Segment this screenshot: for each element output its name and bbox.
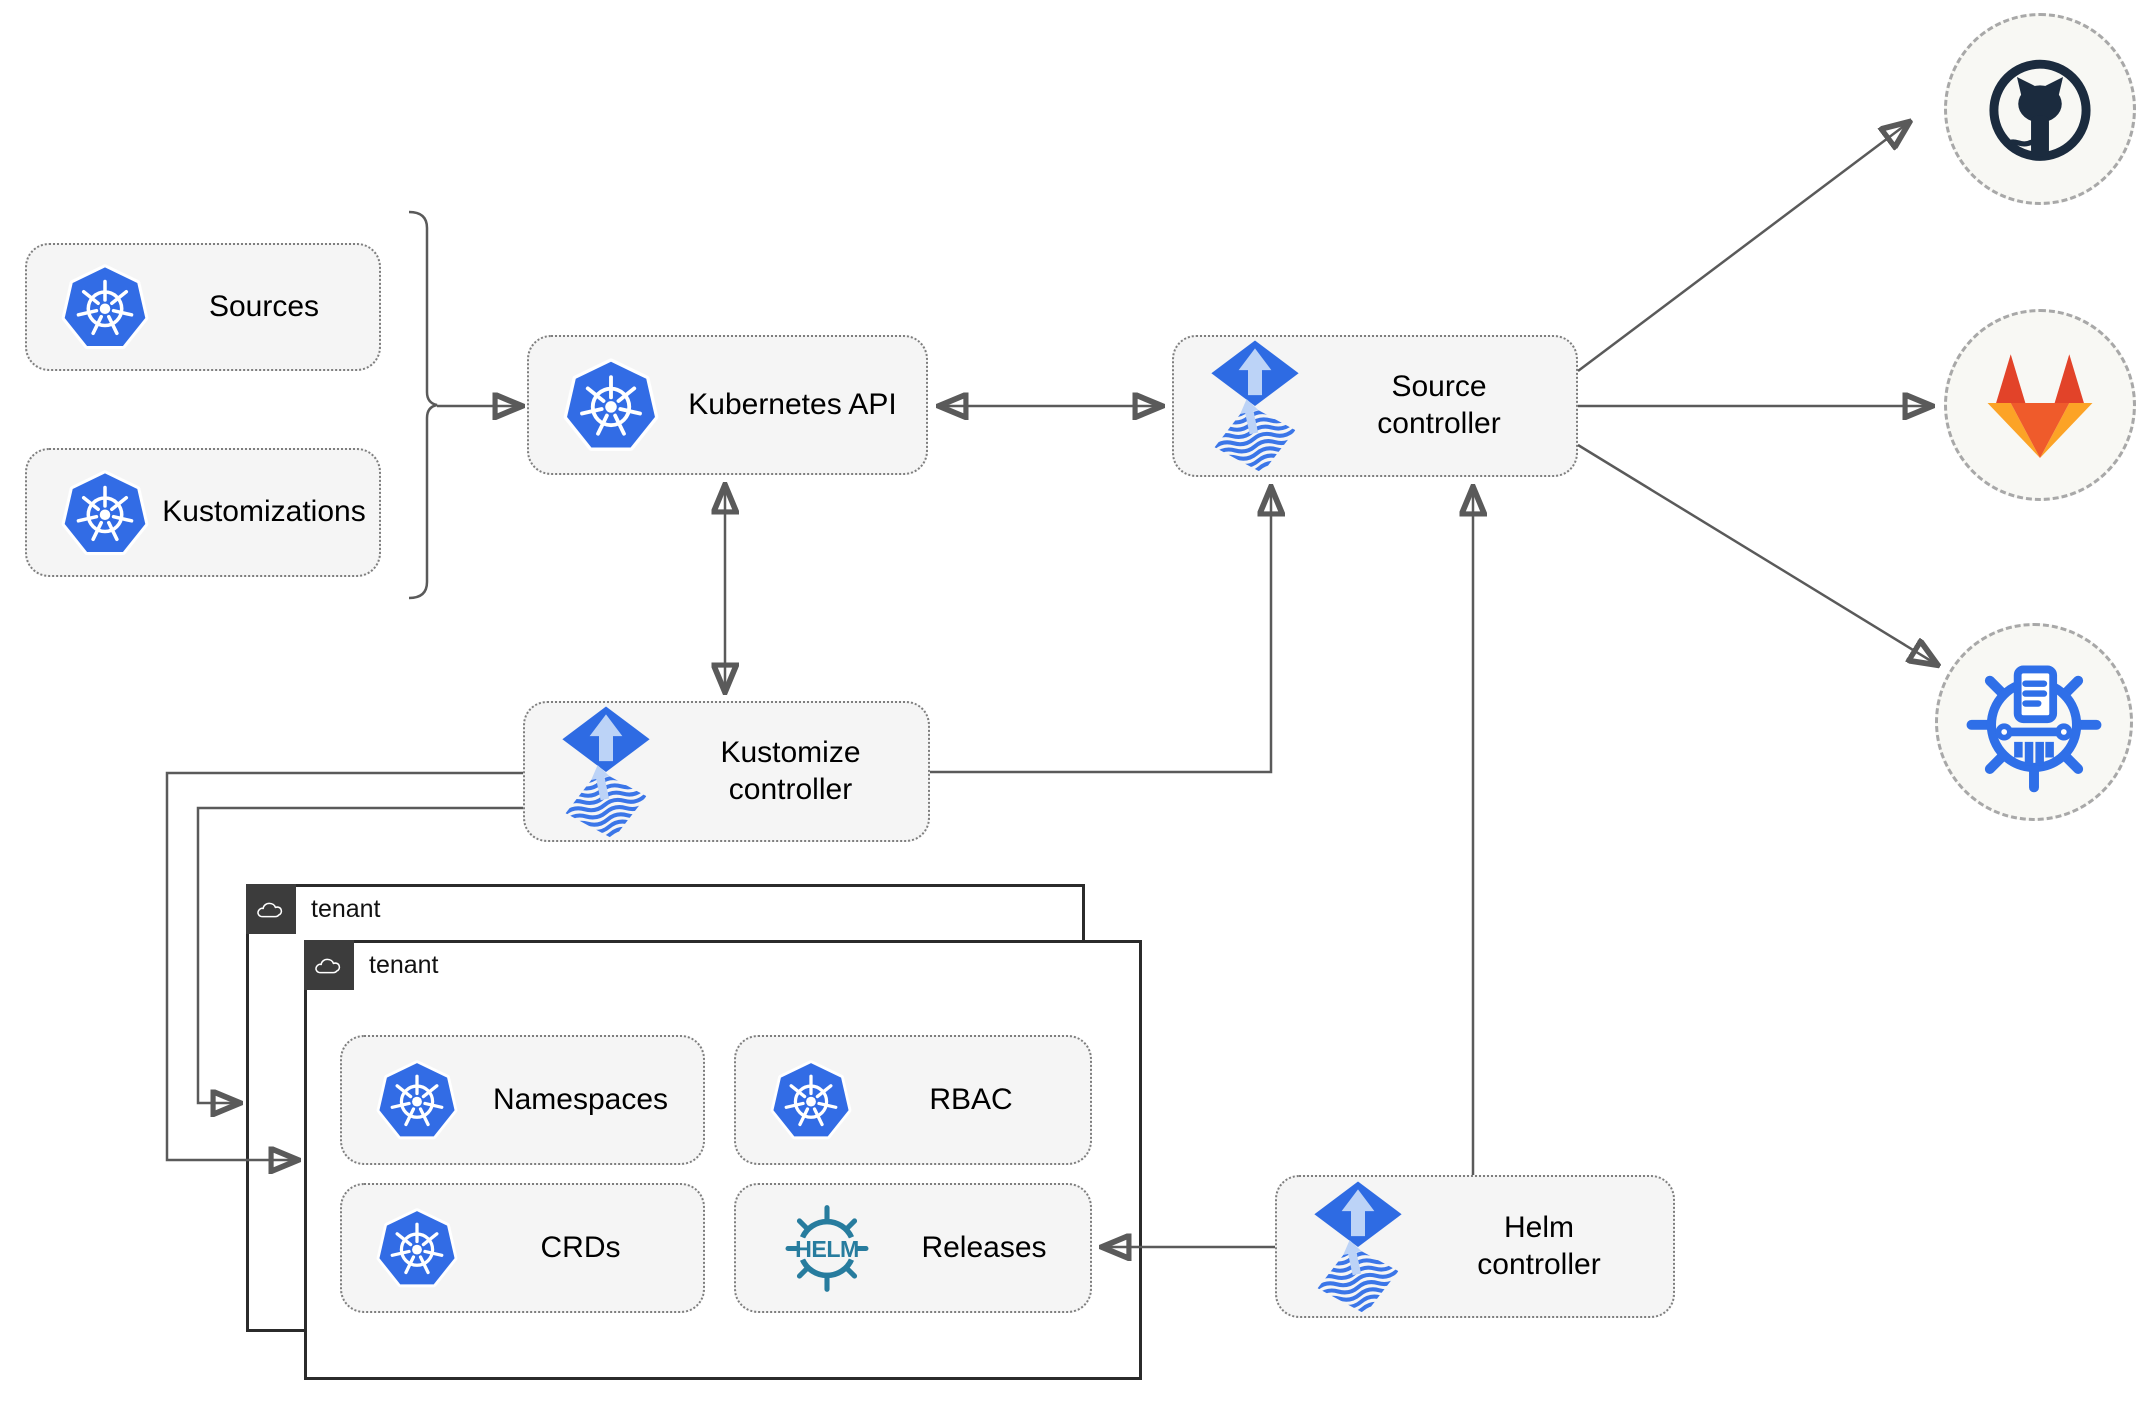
node-label: Kustomize controller [720,735,861,806]
helm-logo-text: HELM [795,1235,859,1261]
node-label: Helm controller [1477,1210,1601,1281]
tenant-tab [246,884,296,934]
kubernetes-icon [376,1059,458,1141]
gitlab-icon [1979,348,2101,463]
kubernetes-icon [376,1207,458,1289]
flux-icon [1208,339,1302,473]
kubernetes-icon [563,357,659,453]
github-icon [1976,45,2104,173]
node-label: Namespaces [492,1082,669,1116]
dest-github [1944,13,2136,205]
kubernetes-icon [61,469,149,557]
node-label: Kubernetes API [688,387,897,421]
arrow-kustomize-to-source-controller [930,489,1271,774]
node-label: RBAC [929,1082,1013,1116]
node-label: Releases [921,1230,1047,1264]
arrow-source-to-registry [1577,443,1936,664]
helm-logo-icon: HELM [785,1204,869,1292]
node-crds: CRDs [340,1183,705,1313]
dest-gitlab [1944,309,2136,501]
arrow-source-to-github [1577,123,1908,372]
kubernetes-icon [770,1059,852,1141]
tenant-label: tenant [369,950,439,979]
node-label: CRDs [540,1230,621,1264]
tenant-label: tenant [311,894,381,923]
dest-registry [1935,623,2133,821]
node-namespaces: Namespaces [340,1035,705,1165]
tenant-tab [304,940,354,990]
bracket-sources-kustomizations [408,210,438,600]
cloud-icon [254,897,288,922]
node-rbac: RBAC [734,1035,1092,1165]
node-label: Sources [208,289,320,323]
node-kustomizations: Kustomizations [25,448,381,577]
node-label: Kustomizations [162,495,366,529]
node-kustomize-controller: Kustomize controller [523,701,930,842]
flux-icon [559,705,653,839]
kubernetes-icon [61,263,149,351]
node-label: Source controller [1377,370,1501,440]
node-sources: Sources [25,243,381,371]
node-helm-controller: Helm controller [1275,1175,1675,1318]
node-kubernetes-api: Kubernetes API [527,335,928,475]
node-releases: HELM Releases [734,1183,1092,1313]
flux-icon [1311,1180,1405,1314]
cloud-icon [312,953,346,978]
node-source-controller: Source controller [1172,335,1578,477]
kustomize-wheel-icon [1963,651,2105,793]
